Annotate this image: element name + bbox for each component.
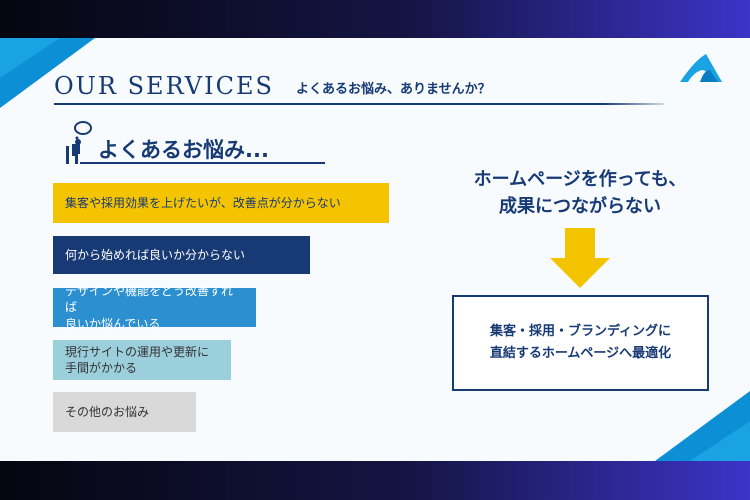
page-title: OUR SERVICES: [54, 72, 274, 100]
corner-decoration: [690, 421, 750, 461]
slide: OUR SERVICES よくあるお悩み、ありませんか？ よくあるお悩み... …: [0, 38, 750, 461]
divider: [80, 162, 325, 164]
logo-icon: [680, 54, 722, 82]
solution-line: 直結するホームページへ最適化: [489, 346, 672, 361]
concern-item: その他のお悩み: [53, 392, 196, 432]
problem-line: ホームページを作っても、: [473, 169, 687, 190]
solution-box: 集客・採用・ブランディングに 直結するホームページへ最適化: [452, 295, 709, 391]
problem-line: 成果につながらない: [499, 196, 661, 217]
section-heading: よくあるお悩み...: [98, 138, 269, 162]
arrow-down-icon: [550, 228, 610, 288]
concern-item: 集客や採用効果を上げたいが、改善点が分からない: [53, 183, 389, 223]
bottom-bar: [0, 461, 750, 500]
solution-line: 集客・採用・ブランディングに: [489, 323, 672, 339]
page-subtitle: よくあるお悩み、ありませんか？: [296, 82, 491, 97]
top-bar: [0, 0, 750, 38]
concern-item: 何から始めれば良いか分からない: [53, 236, 310, 274]
concern-item: 現行サイトの運用や更新に 手間がかかる: [53, 340, 231, 380]
divider: [54, 103, 664, 105]
concern-item: デザインや機能をどう改善すれば 良いか悩んでいる: [53, 284, 256, 331]
problem-message: ホームページを作っても、 成果につながらない: [440, 166, 720, 220]
worried-person-icon: [66, 121, 92, 164]
corner-decoration: [0, 38, 60, 78]
